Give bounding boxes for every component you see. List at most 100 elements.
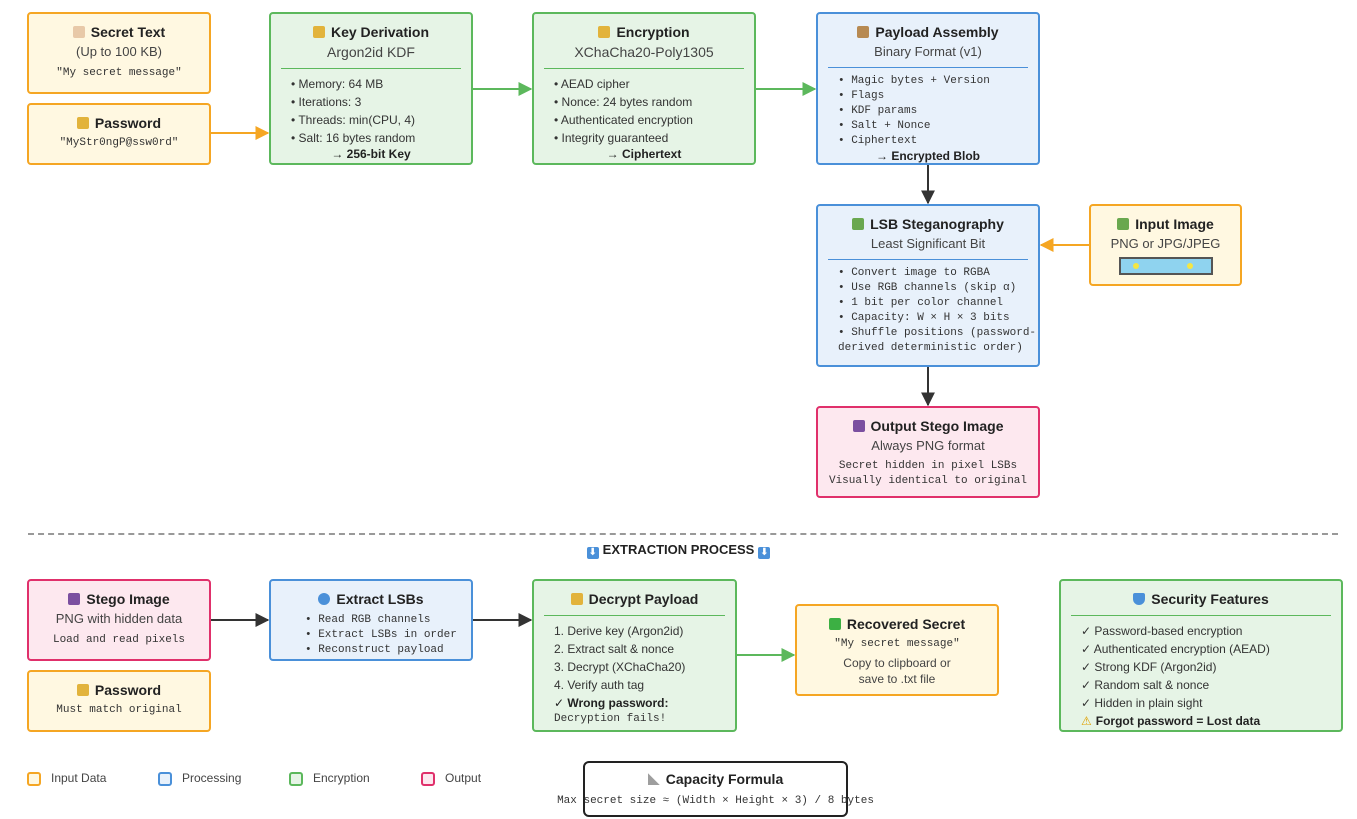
secret-text-example: "My secret message" xyxy=(56,67,182,79)
lsb-steganography-node: LSB Steganography Least Significant Bit … xyxy=(816,204,1040,367)
legend-input: Input Data xyxy=(27,771,106,786)
shield-icon xyxy=(1133,593,1146,605)
output-image-title: Output Stego Image xyxy=(870,418,1004,434)
legend-swatch-input xyxy=(27,772,41,786)
legend-encryption-label: Encryption xyxy=(313,771,370,785)
key-icon xyxy=(76,684,89,696)
encryption-item: • Integrity guaranteed xyxy=(554,131,669,145)
picture-icon xyxy=(1117,218,1130,230)
payload-item: • Flags xyxy=(838,90,885,102)
unlock-icon xyxy=(570,593,583,605)
decrypt-warning-line: Decryption fails! xyxy=(554,713,667,725)
floppy-disk-icon xyxy=(852,420,865,432)
legend-processing: Processing xyxy=(158,771,241,786)
lock-icon xyxy=(598,26,611,38)
pixel-dot xyxy=(1186,263,1193,269)
check-mark-icon xyxy=(828,618,841,630)
password-title: Password xyxy=(94,115,162,131)
decrypt-warning: ✓ Wrong password: xyxy=(554,696,669,710)
floppy-disk-icon xyxy=(68,593,81,605)
extract-lsbs-node: Extract LSBs • Read RGB channels • Extra… xyxy=(269,579,473,661)
lsb-item: derived deterministic order) xyxy=(838,342,1023,354)
legend-encryption: Encryption xyxy=(289,771,370,786)
lsb-separator xyxy=(828,259,1028,260)
legend-output: Output xyxy=(421,771,481,786)
security-title: Security Features xyxy=(1151,591,1269,607)
security-warning: ⚠Forgot password = Lost data xyxy=(1081,712,1341,730)
payload-item: • Magic bytes + Version xyxy=(838,75,990,87)
lsb-item: • 1 bit per color channel xyxy=(838,297,1004,309)
legend-input-label: Input Data xyxy=(51,771,107,785)
output-stego-image-node: Output Stego Image Always PNG format Sec… xyxy=(816,406,1040,498)
extract-item: • Read RGB channels xyxy=(305,614,431,626)
lock-key-icon xyxy=(312,26,325,38)
recovered-line: Copy to clipboard or xyxy=(843,656,951,670)
stego-image-line: Load and read pixels xyxy=(52,634,186,646)
security-item: ✓ Random salt & nonce xyxy=(1081,678,1210,692)
decrypt-payload-node: Decrypt Payload 1. Derive key (Argon2id)… xyxy=(532,579,737,732)
extract-item: • Reconstruct payload xyxy=(305,644,444,656)
image-thumbnail-icon xyxy=(1118,257,1213,275)
security-item: ✓ Hidden in plain sight xyxy=(1081,696,1203,710)
encryption-node: Encryption XChaCha20-Poly1305 • AEAD cip… xyxy=(532,12,756,165)
stego-image-title: Stego Image xyxy=(86,591,170,607)
lsb-item: • Convert image to RGBA xyxy=(838,267,990,279)
stego-image-node: Stego Image PNG with hidden data Load an… xyxy=(27,579,211,661)
recovered-example: "My secret message" xyxy=(834,638,960,650)
kdf-result: → 256-bit Key xyxy=(331,147,411,161)
extraction-process-heading: ⬇EXTRACTION PROCESS⬇ xyxy=(0,542,1357,559)
lsb-item: • Use RGB channels (skip α) xyxy=(838,282,1017,294)
payload-sub: Binary Format (v1) xyxy=(874,44,982,59)
security-item: ✓ Authenticated encryption (AEAD) xyxy=(1081,642,1270,656)
encryption-result: → Ciphertext xyxy=(606,147,682,161)
security-warning-text: Forgot password = Lost data xyxy=(1095,714,1261,728)
legend-swatch-processing xyxy=(158,772,172,786)
decrypt-separator xyxy=(544,615,725,616)
recovered-secret-node: Recovered Secret "My secret message" Cop… xyxy=(795,604,999,696)
secret-text-node: Secret Text (Up to 100 KB) "My secret me… xyxy=(27,12,211,94)
magnifier-icon xyxy=(318,593,331,605)
security-separator xyxy=(1071,615,1331,616)
output-image-sub: Always PNG format xyxy=(871,438,985,453)
decrypt-item: 1. Derive key (Argon2id) xyxy=(554,624,684,638)
capacity-formula: Max secret size ≈ (Width × Height × 3) /… xyxy=(557,795,874,807)
lsb-item: • Capacity: W × H × 3 bits xyxy=(838,312,1010,324)
extract-title: Extract LSBs xyxy=(336,591,424,607)
key-icon xyxy=(76,117,89,129)
recovered-line: save to .txt file xyxy=(858,672,936,686)
warning-icon: ⚠ xyxy=(1081,714,1092,728)
payload-separator xyxy=(828,67,1028,68)
lsb-sub: Least Significant Bit xyxy=(870,236,986,251)
section-divider xyxy=(28,533,1338,535)
extraction-title: EXTRACTION PROCESS xyxy=(602,542,755,557)
payload-result: → Encrypted Blob xyxy=(875,149,980,163)
payload-assembly-node: Payload Assembly Binary Format (v1) • Ma… xyxy=(816,12,1040,165)
key-derivation-node: Key Derivation Argon2id KDF • Memory: 64… xyxy=(269,12,473,165)
payload-item: • Salt + Nonce xyxy=(838,120,931,132)
kdf-title: Key Derivation xyxy=(330,24,430,40)
kdf-separator xyxy=(281,68,461,69)
input-image-node: Input Image PNG or JPG/JPEG xyxy=(1089,204,1242,286)
legend-swatch-encryption xyxy=(289,772,303,786)
capacity-formula-box: Capacity Formula Max secret size ≈ (Widt… xyxy=(557,761,874,817)
security-item: ✓ Strong KDF (Argon2id) xyxy=(1081,660,1217,674)
payload-item: • Ciphertext xyxy=(838,135,918,147)
output-image-line: Visually identical to original xyxy=(828,475,1028,487)
input-image-title: Input Image xyxy=(1135,216,1214,232)
lsb-title: LSB Steganography xyxy=(870,216,1004,232)
password-extract-node: Password Must match original xyxy=(27,670,211,732)
encryption-item: • Authenticated encryption xyxy=(554,113,693,127)
legend-swatch-output xyxy=(421,772,435,786)
legend-output-label: Output xyxy=(445,771,482,785)
password2-line: Must match original xyxy=(56,704,182,716)
picture-icon xyxy=(852,218,865,230)
triangle-ruler-icon xyxy=(647,773,660,785)
output-image-line: Secret hidden in pixel LSBs xyxy=(838,460,1018,472)
secret-text-sub: (Up to 100 KB) xyxy=(76,44,162,59)
decrypt-item: 2. Extract salt & nonce xyxy=(554,642,675,656)
legend-processing-label: Processing xyxy=(182,771,242,785)
decrypt-item: 4. Verify auth tag xyxy=(554,678,645,692)
lsb-item: • Shuffle positions (password- xyxy=(838,327,1037,339)
kdf-item: • Iterations: 3 xyxy=(291,95,362,109)
